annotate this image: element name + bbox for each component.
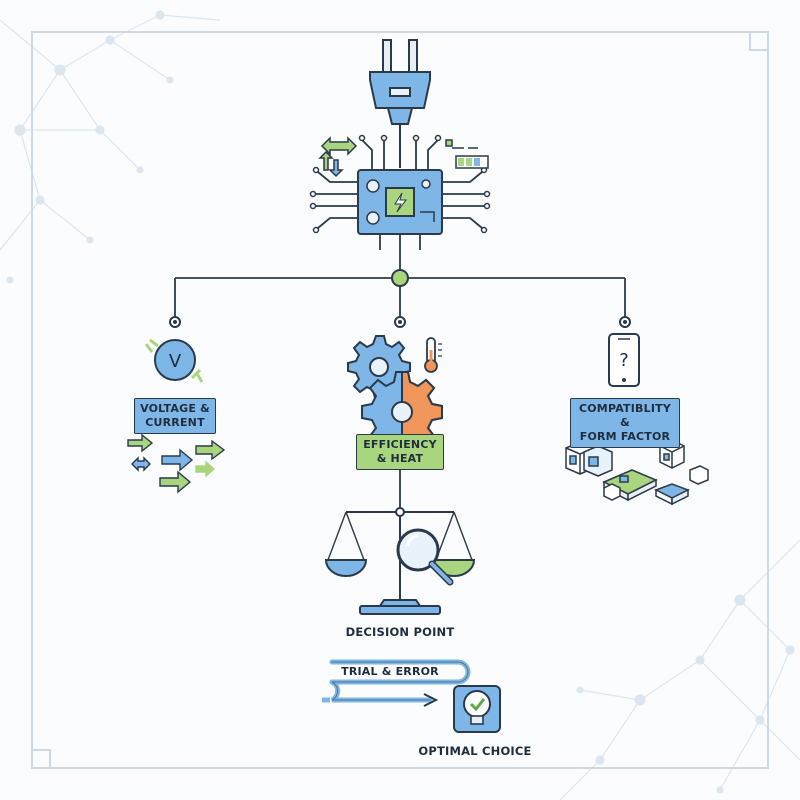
phone-question-icon: ?	[608, 333, 640, 387]
battery-level-icon	[445, 139, 489, 169]
junction-node	[391, 269, 409, 287]
label-compatibility-line2: FORM FACTOR	[579, 430, 671, 443]
label-voltage-current-line1: VOLTAGE &	[140, 402, 210, 415]
circuit-board-icon	[357, 169, 443, 235]
label-trial-error: TRIAL & ERROR	[341, 665, 439, 678]
page-frame	[31, 31, 769, 769]
arrow-head-icon	[423, 693, 439, 707]
circuit-wires	[316, 139, 484, 250]
balance-scale-icon	[324, 507, 476, 615]
voltmeter-symbol: V	[169, 351, 182, 372]
label-efficiency-heat-line1: EFFICIENCY	[363, 438, 437, 451]
phone-symbol: ?	[619, 350, 629, 371]
label-optimal-choice: OPTIMAL CHOICE	[418, 744, 532, 758]
label-voltage-current: VOLTAGE & CURRENT	[134, 398, 216, 434]
form-factor-components-icon	[565, 439, 709, 506]
network-decoration	[0, 10, 800, 800]
label-efficiency-heat: EFFICIENCY & HEAT	[356, 434, 444, 470]
data-flow-arrows-icon	[318, 136, 358, 178]
current-flow-arrows-icon	[127, 433, 226, 494]
gears-thermometer-icon	[347, 335, 443, 453]
label-efficiency-heat-line2: & HEAT	[376, 452, 424, 465]
power-plug-icon	[369, 39, 431, 168]
label-voltage-current-line2: CURRENT	[145, 416, 205, 429]
trial-error-loop	[329, 659, 471, 703]
magnifier-icon	[396, 528, 454, 586]
voltmeter-icon: V	[144, 338, 204, 383]
lightbulb-check-icon	[453, 685, 501, 733]
label-compatibility-line1: COMPATIBLITY &	[578, 402, 672, 429]
label-decision-point: DECISION POINT	[345, 625, 455, 639]
label-compatibility-form-factor: COMPATIBLITY & FORM FACTOR	[570, 398, 680, 448]
